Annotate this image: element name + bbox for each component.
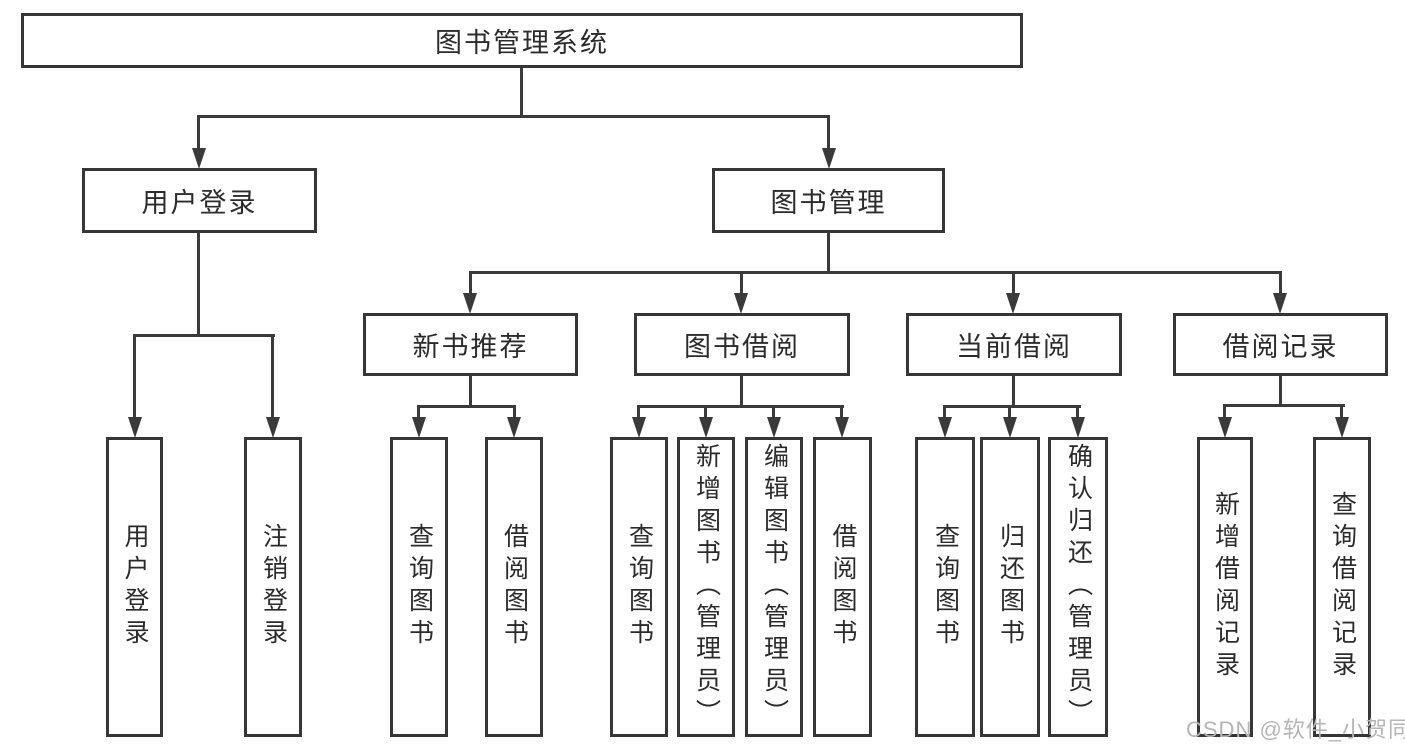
arrow-down-icon (507, 417, 521, 438)
leaf-query-books-current: 查询图书 (915, 437, 975, 737)
arrow-down-icon (128, 417, 142, 438)
connector-line (840, 405, 843, 420)
connector-line (1340, 404, 1343, 420)
connector-line (827, 233, 830, 274)
arrow-down-icon (1071, 417, 1085, 438)
leaf-label: 查询图书 (931, 523, 960, 651)
leaf-label: 查询图书 (625, 523, 654, 651)
connector-line (1223, 404, 1345, 407)
connector-line (417, 405, 420, 420)
arrow-down-icon (699, 417, 713, 438)
arrow-down-icon (192, 148, 206, 169)
arrow-down-icon (734, 293, 748, 314)
connector-line (1008, 405, 1011, 420)
arrow-down-icon (1335, 417, 1349, 438)
leaf-label: 新增借阅记录 (1211, 491, 1240, 683)
leaf-label: 查询借阅记录 (1328, 491, 1357, 683)
leaf-query-borrow-record: 查询借阅记录 (1313, 437, 1371, 737)
connector-line (469, 271, 472, 296)
leaf-label: 借阅图书 (500, 523, 529, 651)
connector-line (417, 405, 516, 408)
arrow-down-icon (1218, 417, 1232, 438)
connector-line (197, 115, 830, 118)
arrow-down-icon (266, 417, 280, 438)
connector-line (827, 115, 830, 150)
connector-line (469, 271, 1282, 274)
arrow-down-icon (822, 148, 836, 169)
node-book-borrowing: 图书借阅 (634, 313, 850, 376)
arrow-down-icon (463, 293, 477, 314)
connector-line (740, 271, 743, 296)
connector-line (469, 376, 472, 408)
connector-line (1012, 271, 1015, 296)
arrow-down-icon (632, 417, 646, 438)
arrow-down-icon (1006, 293, 1020, 314)
connector-line (197, 115, 200, 150)
connector-line (133, 334, 275, 337)
connector-line (740, 376, 743, 408)
leaf-label: 确认归还（管理员） (1064, 443, 1093, 731)
arrow-down-icon (1273, 293, 1287, 314)
connector-line (637, 405, 844, 408)
connector-line (704, 405, 707, 420)
connector-line (1279, 376, 1282, 407)
node-borrowing-records: 借阅记录 (1173, 313, 1388, 376)
connector-line (772, 405, 775, 420)
connector-line (1223, 404, 1226, 420)
node-library-management-system: 图书管理系统 (21, 13, 1023, 68)
node-book-management: 图书管理 (712, 168, 945, 233)
leaf-borrow-books-recommend: 借阅图书 (485, 437, 543, 737)
leaf-logout: 注销登录 (244, 437, 302, 737)
connector-line (637, 405, 640, 420)
connector-line (520, 68, 523, 118)
node-current-borrowing: 当前借阅 (906, 313, 1122, 376)
node-new-book-recommendation: 新书推荐 (363, 313, 578, 376)
leaf-add-books-admin: 新增图书（管理员） (677, 437, 735, 737)
leaf-return-books: 归还图书 (980, 437, 1040, 737)
connector-line (133, 334, 136, 420)
leaf-query-books-recommend: 查询图书 (390, 437, 448, 737)
csdn-watermark: CSDN @软件_小贺同学 (1186, 717, 1405, 742)
leaf-label: 归还图书 (996, 523, 1025, 651)
leaf-label: 用户登录 (121, 523, 149, 651)
leaf-add-borrow-record: 新增借阅记录 (1197, 437, 1253, 737)
leaf-query-books-borrow: 查询图书 (610, 437, 668, 737)
leaf-label: 注销登录 (259, 523, 288, 651)
leaf-label: 新增图书（管理员） (692, 443, 721, 731)
leaf-label: 编辑图书（管理员） (760, 443, 789, 731)
connector-line (943, 405, 1081, 408)
leaf-borrow-books: 借阅图书 (813, 437, 872, 737)
connector-line (943, 405, 946, 420)
node-user-login: 用户登录 (82, 168, 317, 233)
connector-line (513, 405, 516, 420)
leaf-user-login: 用户登录 (106, 437, 163, 737)
arrow-down-icon (412, 417, 426, 438)
leaf-label: 借阅图书 (829, 523, 857, 651)
arrow-down-icon (767, 417, 781, 438)
leaf-confirm-return-admin: 确认归还（管理员） (1048, 437, 1108, 737)
leaf-edit-books-admin: 编辑图书（管理员） (745, 437, 803, 737)
arrow-down-icon (938, 417, 952, 438)
connector-line (1279, 271, 1282, 296)
connector-line (1076, 405, 1079, 420)
connector-line (197, 233, 200, 337)
connector-line (1012, 376, 1015, 408)
arrow-down-icon (835, 417, 849, 438)
leaf-label: 查询图书 (405, 523, 434, 651)
connector-line (271, 334, 274, 420)
arrow-down-icon (1003, 417, 1017, 438)
